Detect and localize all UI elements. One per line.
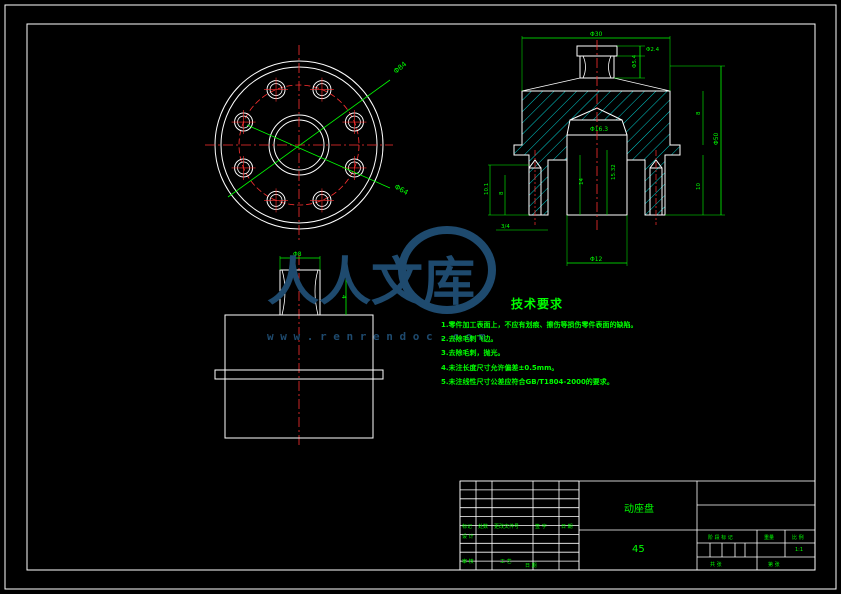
side-boss xyxy=(279,269,321,316)
tb-label-doc: 更改文件号 xyxy=(494,524,520,530)
front-section-view: Φ30 Φ5.4 Φ2.4 Φ50 8 10 Φ16.3 14 15.32 10… xyxy=(484,31,725,266)
side-dim-width-label: Φ8 xyxy=(293,251,302,258)
tb-stage: 阶 段 标 记 xyxy=(708,535,733,541)
tb-date: 日 期 xyxy=(525,563,537,569)
dim-line-diag xyxy=(227,79,391,198)
tb-sheet-num: 第 张 xyxy=(768,562,780,568)
dim-left-10: 10.1 xyxy=(484,183,490,195)
tb-review: 审 核 xyxy=(462,559,474,565)
note-item: 5.未注线性尺寸公差应符合GB/T1804-2000的要求。 xyxy=(441,378,614,386)
side-boss-curves xyxy=(281,269,319,316)
notes-title: 技术要求 xyxy=(511,297,564,311)
note-item: 1.零件加工表面上，不应有划痕、擦伤等损伤零件表面的缺陷。 xyxy=(441,321,638,329)
tb-label-date: 日 期 xyxy=(561,524,573,530)
dim-right-8: 8 xyxy=(696,111,702,115)
material: 45 xyxy=(632,544,645,555)
note-item: 3.去除毛刺，抛光。 xyxy=(441,349,505,357)
note-item: 4.未注长度尺寸允许偏差±0.5mm。 xyxy=(441,364,559,372)
tb-design: 设 计 xyxy=(462,534,474,540)
dim-cap-h-label: Φ2.4 xyxy=(646,47,660,53)
tb-process: 工 艺 xyxy=(500,559,512,565)
tb-scale-label: 比 例 xyxy=(792,535,804,541)
note-item: 2.去除毛刺飞边。 xyxy=(441,335,498,343)
bolt-holes xyxy=(231,77,367,213)
side-flange xyxy=(214,369,384,380)
tb-label-count: 处数 xyxy=(478,524,489,530)
tb-label-sign: 签 字 xyxy=(535,524,547,530)
tb-sheet-total: 共 张 xyxy=(710,562,722,568)
dim-line-diag-2 xyxy=(246,124,391,189)
dim-inner-15: 15.32 xyxy=(611,164,617,180)
dim-inner-14: 14 xyxy=(579,178,585,185)
dim-bottom-left: 3/4 xyxy=(501,224,510,230)
tb-scale-value: 1:1 xyxy=(795,547,804,553)
title-block xyxy=(459,480,816,571)
side-body xyxy=(224,314,374,439)
dim-bolt-circle: Φ64 xyxy=(393,183,410,197)
part-name: 动座盘 xyxy=(624,504,654,515)
side-view: Φ8 4 xyxy=(214,251,384,445)
dim-top-outer: Φ84 xyxy=(392,60,409,76)
dim-height-label: Φ50 xyxy=(713,132,720,145)
dim-top-h-label: Φ5.4 xyxy=(632,54,638,68)
dim-right-10: 10 xyxy=(696,183,702,190)
side-dim-height-label: 4 xyxy=(340,295,347,299)
tb-weight: 重量 xyxy=(764,535,775,541)
dim-left-8: 8 xyxy=(499,191,505,195)
dim-width-label: Φ30 xyxy=(590,31,603,38)
inner-border xyxy=(26,23,816,571)
outer-border xyxy=(4,4,837,590)
tb-label-mark: 标记 xyxy=(462,524,473,530)
dim-bottom-12: Φ12 xyxy=(590,256,603,263)
top-view: Φ84 Φ64 xyxy=(205,45,410,240)
dim-inner-16: Φ16.3 xyxy=(590,126,608,133)
